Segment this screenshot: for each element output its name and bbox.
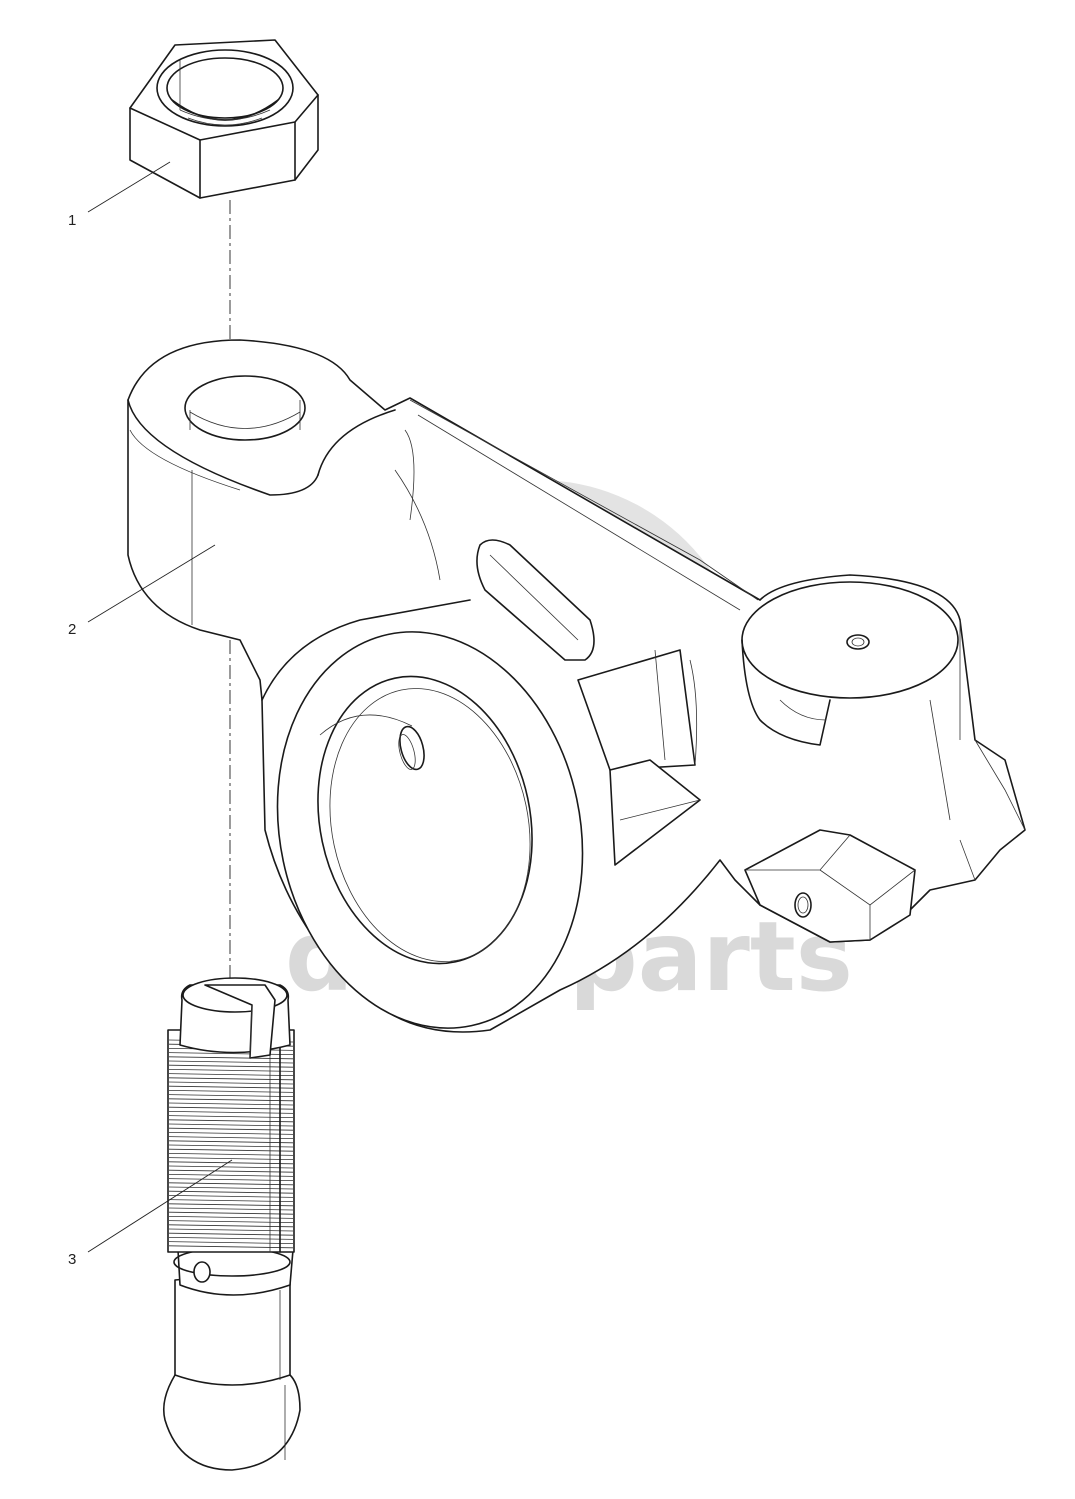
callout-2: 2 <box>68 621 76 638</box>
thread-line <box>168 1174 294 1177</box>
thread-line <box>168 1237 294 1240</box>
thread-line <box>168 1098 294 1102</box>
thread-line <box>168 1136 294 1139</box>
thread-line <box>168 1111 294 1114</box>
thread-line <box>168 1060 294 1064</box>
thread-line <box>168 1106 294 1110</box>
thread-line <box>168 1203 294 1207</box>
leader-3 <box>87 1159 233 1253</box>
thread-line <box>168 1245 294 1249</box>
thread-line <box>168 1224 294 1228</box>
thread-line <box>168 1077 294 1081</box>
adjusting-screw-drawing <box>162 977 301 1471</box>
thread-line <box>168 1140 294 1144</box>
thread-line <box>168 1161 294 1165</box>
thread-line <box>168 1232 294 1236</box>
thread-line <box>168 1157 294 1160</box>
thread-line <box>168 1127 294 1131</box>
rocker-arm-drawing <box>127 339 1026 1033</box>
thread-line <box>168 1069 294 1072</box>
thread-line <box>168 1052 294 1055</box>
thread-line <box>168 1182 294 1186</box>
thread-line <box>168 1165 294 1169</box>
thread-line <box>168 1132 294 1135</box>
thread-line <box>168 1073 294 1076</box>
thread-line <box>168 1090 294 1093</box>
thread-line <box>168 1241 294 1244</box>
thread-line <box>168 1228 294 1232</box>
hex-nut-drawing <box>129 39 319 199</box>
thread-line <box>168 1085 294 1089</box>
callout-3: 3 <box>68 1251 76 1268</box>
thread-line <box>168 1211 294 1215</box>
thread-line <box>168 1216 294 1219</box>
thread-line <box>168 1094 294 1097</box>
thread-line <box>168 1123 294 1127</box>
thread-line <box>168 1199 294 1202</box>
thread-line <box>168 1220 294 1223</box>
thread-line <box>168 1144 294 1148</box>
thread-line <box>168 1178 294 1181</box>
thread-line <box>168 1207 294 1211</box>
thread-line <box>168 1056 294 1060</box>
thread-line <box>168 1148 294 1152</box>
leader-2 <box>87 544 216 623</box>
thread-line <box>168 1169 294 1173</box>
thread-line <box>168 1081 294 1085</box>
thread-line <box>168 1119 294 1123</box>
callout-1: 1 <box>68 212 76 229</box>
thread-line <box>168 1153 294 1156</box>
thread-line <box>168 1115 294 1118</box>
thread-line <box>168 1064 294 1068</box>
leader-1 <box>87 161 171 213</box>
thread-line <box>168 1102 294 1106</box>
thread-line <box>168 1195 294 1198</box>
thread-line <box>168 1190 294 1194</box>
